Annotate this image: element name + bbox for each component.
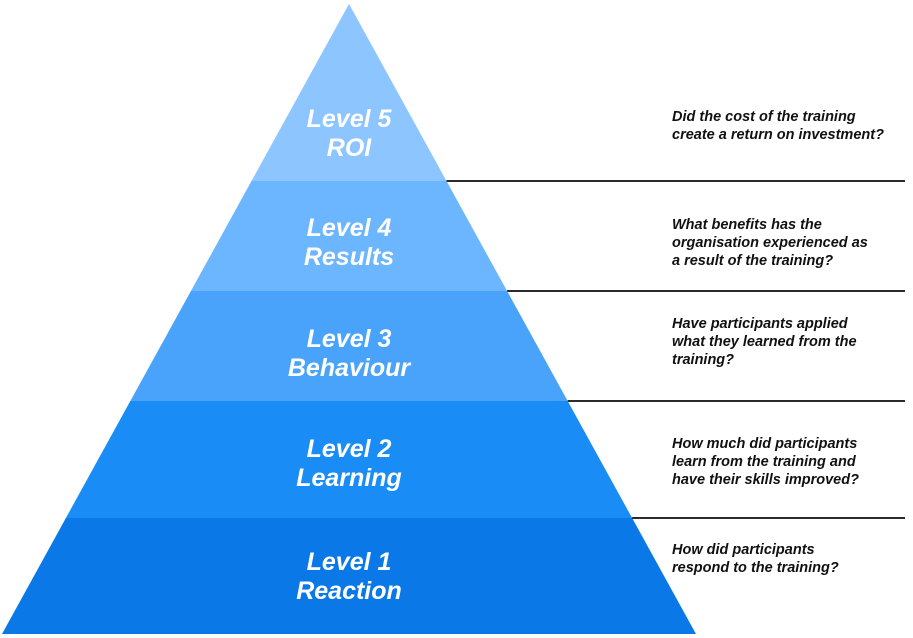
level-5-number: Level 5 (307, 105, 393, 133)
question-line: a result of the training? (672, 253, 834, 269)
level-4-number: Level 4 (307, 214, 392, 242)
level-2-name: Learning (296, 464, 402, 492)
level-1-question: How did participants respond to the trai… (672, 541, 910, 577)
question-line: organisation experienced as (672, 235, 868, 251)
level-5-tier (251, 4, 447, 181)
level-2-number: Level 2 (307, 435, 392, 463)
question-line: have their skills improved? (672, 472, 859, 488)
question-line: respond to the training? (672, 560, 839, 576)
level-3-tier (130, 291, 568, 401)
level-4-tier (190, 181, 508, 291)
level-5-name: ROI (327, 134, 373, 162)
level-3-number: Level 3 (307, 325, 392, 353)
level-2-tier (65, 401, 633, 518)
level-3-name: Behaviour (288, 354, 412, 382)
divider-lines (446, 180, 905, 519)
question-line: How did participants (672, 542, 815, 558)
level-2-question: How much did participants learn from the… (672, 435, 910, 489)
pyramid-tiers (2, 4, 696, 634)
question-line: What benefits has the (672, 217, 822, 233)
level-4-question: What benefits has the organisation exper… (672, 216, 910, 270)
question-line: training? (672, 352, 735, 368)
level-1-tier (2, 518, 696, 634)
question-line: learn from the training and (672, 454, 856, 470)
level-1-name: Reaction (296, 577, 402, 605)
question-line: Did the cost of the training (672, 109, 856, 125)
level-5-question: Did the cost of the training create a re… (672, 108, 910, 144)
question-line: Have participants applied (672, 316, 848, 332)
level-4-name: Results (304, 243, 394, 271)
tier-labels: Level 5 ROI Level 4 Results Level 3 Beha… (288, 105, 412, 605)
level-3-question: Have participants applied what they lear… (672, 315, 910, 369)
question-line: How much did participants (672, 436, 858, 452)
question-line: what they learned from the (672, 334, 857, 350)
question-line: create a return on investment? (672, 127, 884, 143)
level-1-number: Level 1 (307, 548, 392, 576)
